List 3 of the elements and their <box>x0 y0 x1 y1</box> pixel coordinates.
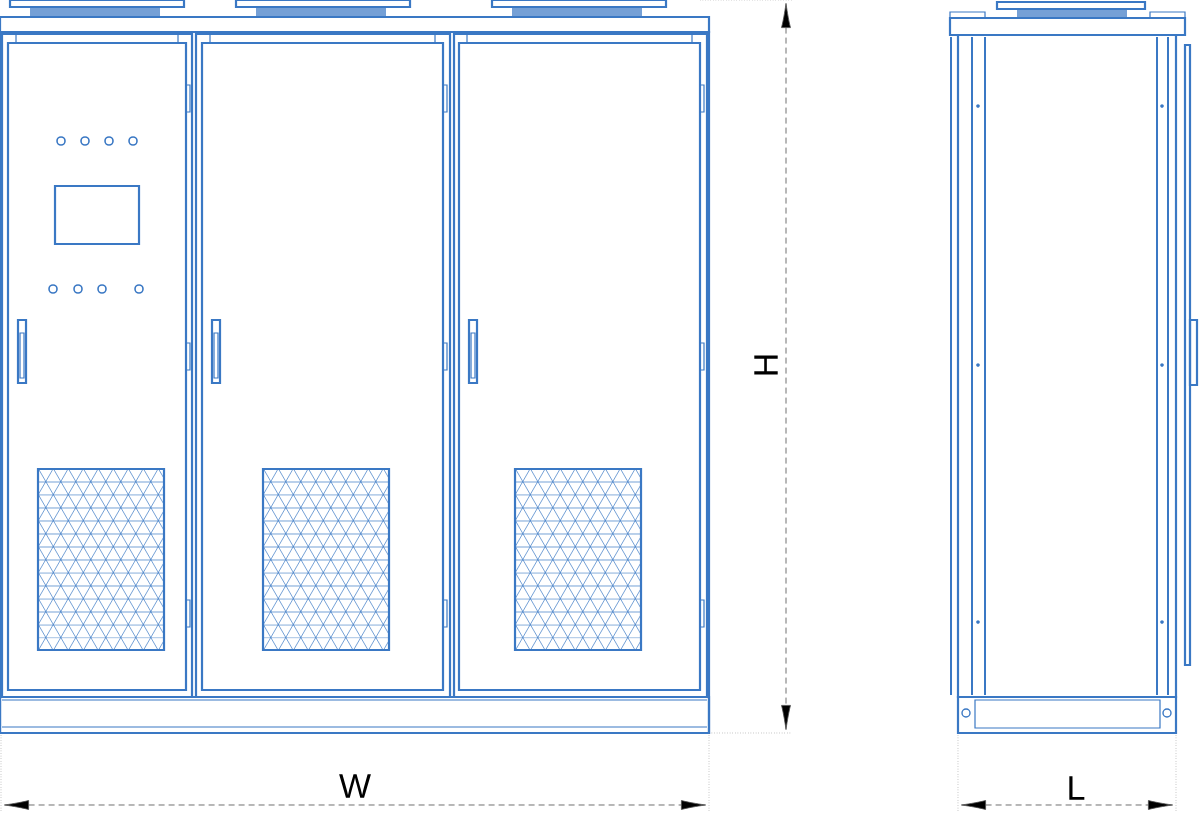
dimension-label: L <box>1069 776 1085 800</box>
dimension-label: H <box>754 355 778 375</box>
dimension-label: W <box>339 774 371 798</box>
